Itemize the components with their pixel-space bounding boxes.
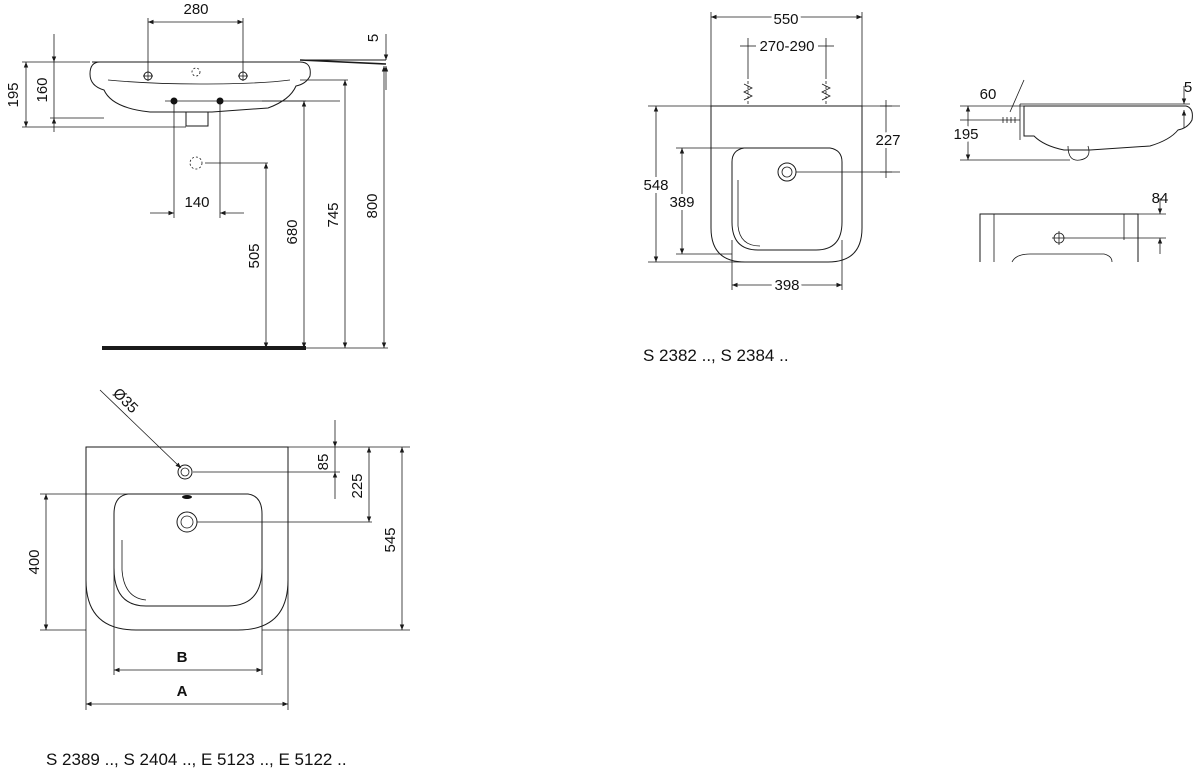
dim-85: 85 [315,454,332,471]
drain [176,511,198,533]
dim-5-side: 5 [365,34,382,42]
basin-side-profile-right [1023,105,1193,151]
basin-outline [85,446,289,631]
tap-detail-view: 84 [979,190,1169,263]
model-caption-right: S 2382 .., S 2384 .. [643,346,789,365]
dim-280: 280 [183,1,208,18]
dim-800: 800 [364,193,381,218]
waste-outlet [185,111,209,127]
model-caption-left: S 2389 .., S 2404 .., E 5123 .., E 5122 … [46,750,347,769]
top-view-left: Ø35 85 225 545 400 B A [26,385,410,710]
dim-A: A [177,683,188,700]
waste-point [189,156,203,170]
bowl-outline [113,493,263,607]
top-view-right: 550 270-290 227 548 389 398 [640,8,903,297]
overflow-slot [182,495,192,499]
dim-195-right: 195 [953,126,978,143]
drain-right [777,162,797,182]
dim-505: 505 [246,243,263,268]
dim-398: 398 [774,277,799,294]
dim-160-side: 160 [34,77,51,102]
dim-680: 680 [284,219,301,244]
dim-270-290: 270-290 [759,38,814,55]
tap-hole [177,464,193,480]
dim-140-side: 140 [184,194,209,211]
side-view-right: 60 5 195 [950,79,1193,161]
dim-60: 60 [980,86,997,103]
dim-548: 548 [643,177,668,194]
bowl-outline-right [731,147,843,251]
tap-hole-markers [143,67,248,105]
dim-389: 389 [669,194,694,211]
dim-diameter-35: Ø35 [109,385,141,417]
dim-550: 550 [773,11,798,28]
dim-84: 84 [1152,190,1169,207]
dim-400: 400 [26,549,43,574]
side-view-left: 280 5 195 160 140 505 680 745 800 [5,1,389,350]
dim-227: 227 [875,132,900,149]
dim-5-right: 5 [1184,79,1192,96]
dim-545: 545 [382,527,399,552]
dim-745: 745 [325,202,342,227]
dim-B: B [177,649,188,666]
basin-outline-right [710,105,863,263]
dim-225: 225 [349,473,366,498]
wall-bolts [743,76,831,106]
basin-side-profile [89,61,311,113]
dim-195-side: 195 [5,82,22,107]
